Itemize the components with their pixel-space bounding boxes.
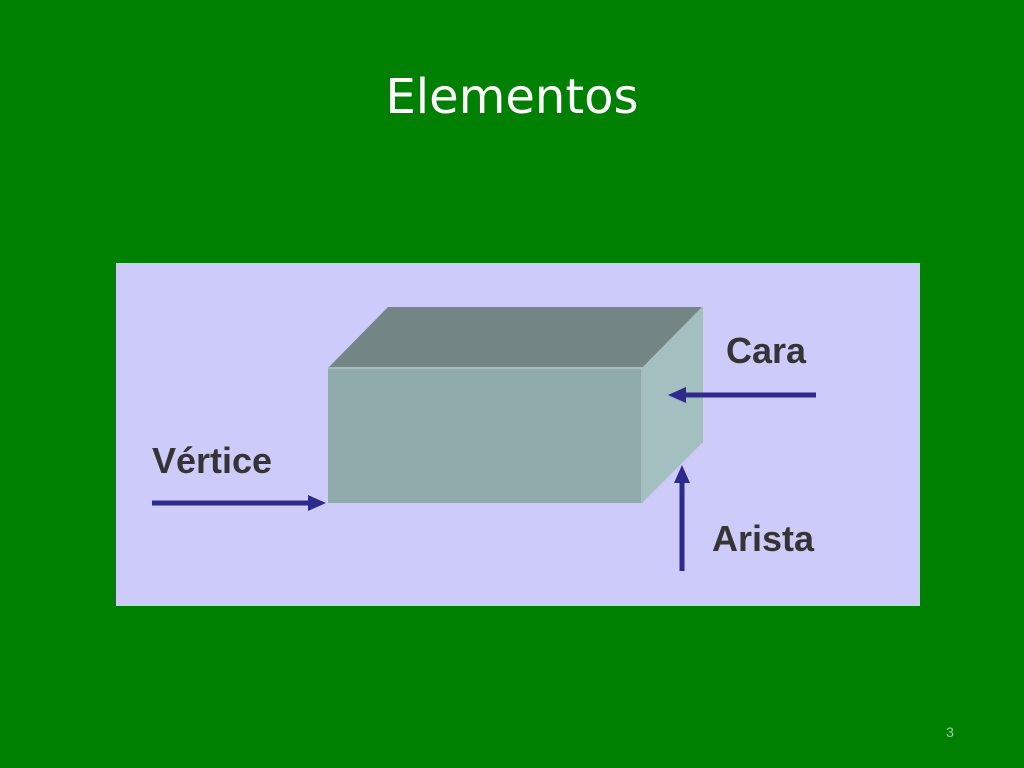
arrow-arista <box>674 465 690 571</box>
label-arista: Arista <box>712 518 815 559</box>
prism-edges <box>328 367 643 503</box>
arrow-vertice <box>152 495 326 511</box>
arrow-arista-head <box>674 465 690 483</box>
arrow-cara <box>668 387 816 403</box>
diagram-figure: Cara Vértice Arista <box>116 263 920 606</box>
slide-number: 3 <box>946 724 954 740</box>
label-vertice: Vértice <box>152 440 272 481</box>
slide-title: Elementos <box>385 69 639 125</box>
label-cara: Cara <box>726 330 807 371</box>
prism-diagram: Cara Vértice Arista <box>116 263 920 606</box>
prism-side-face <box>642 307 702 503</box>
arrow-cara-head <box>668 387 686 403</box>
prism-front-face <box>328 368 642 503</box>
prism-top-face <box>328 307 702 368</box>
arrow-vertice-head <box>308 495 326 511</box>
